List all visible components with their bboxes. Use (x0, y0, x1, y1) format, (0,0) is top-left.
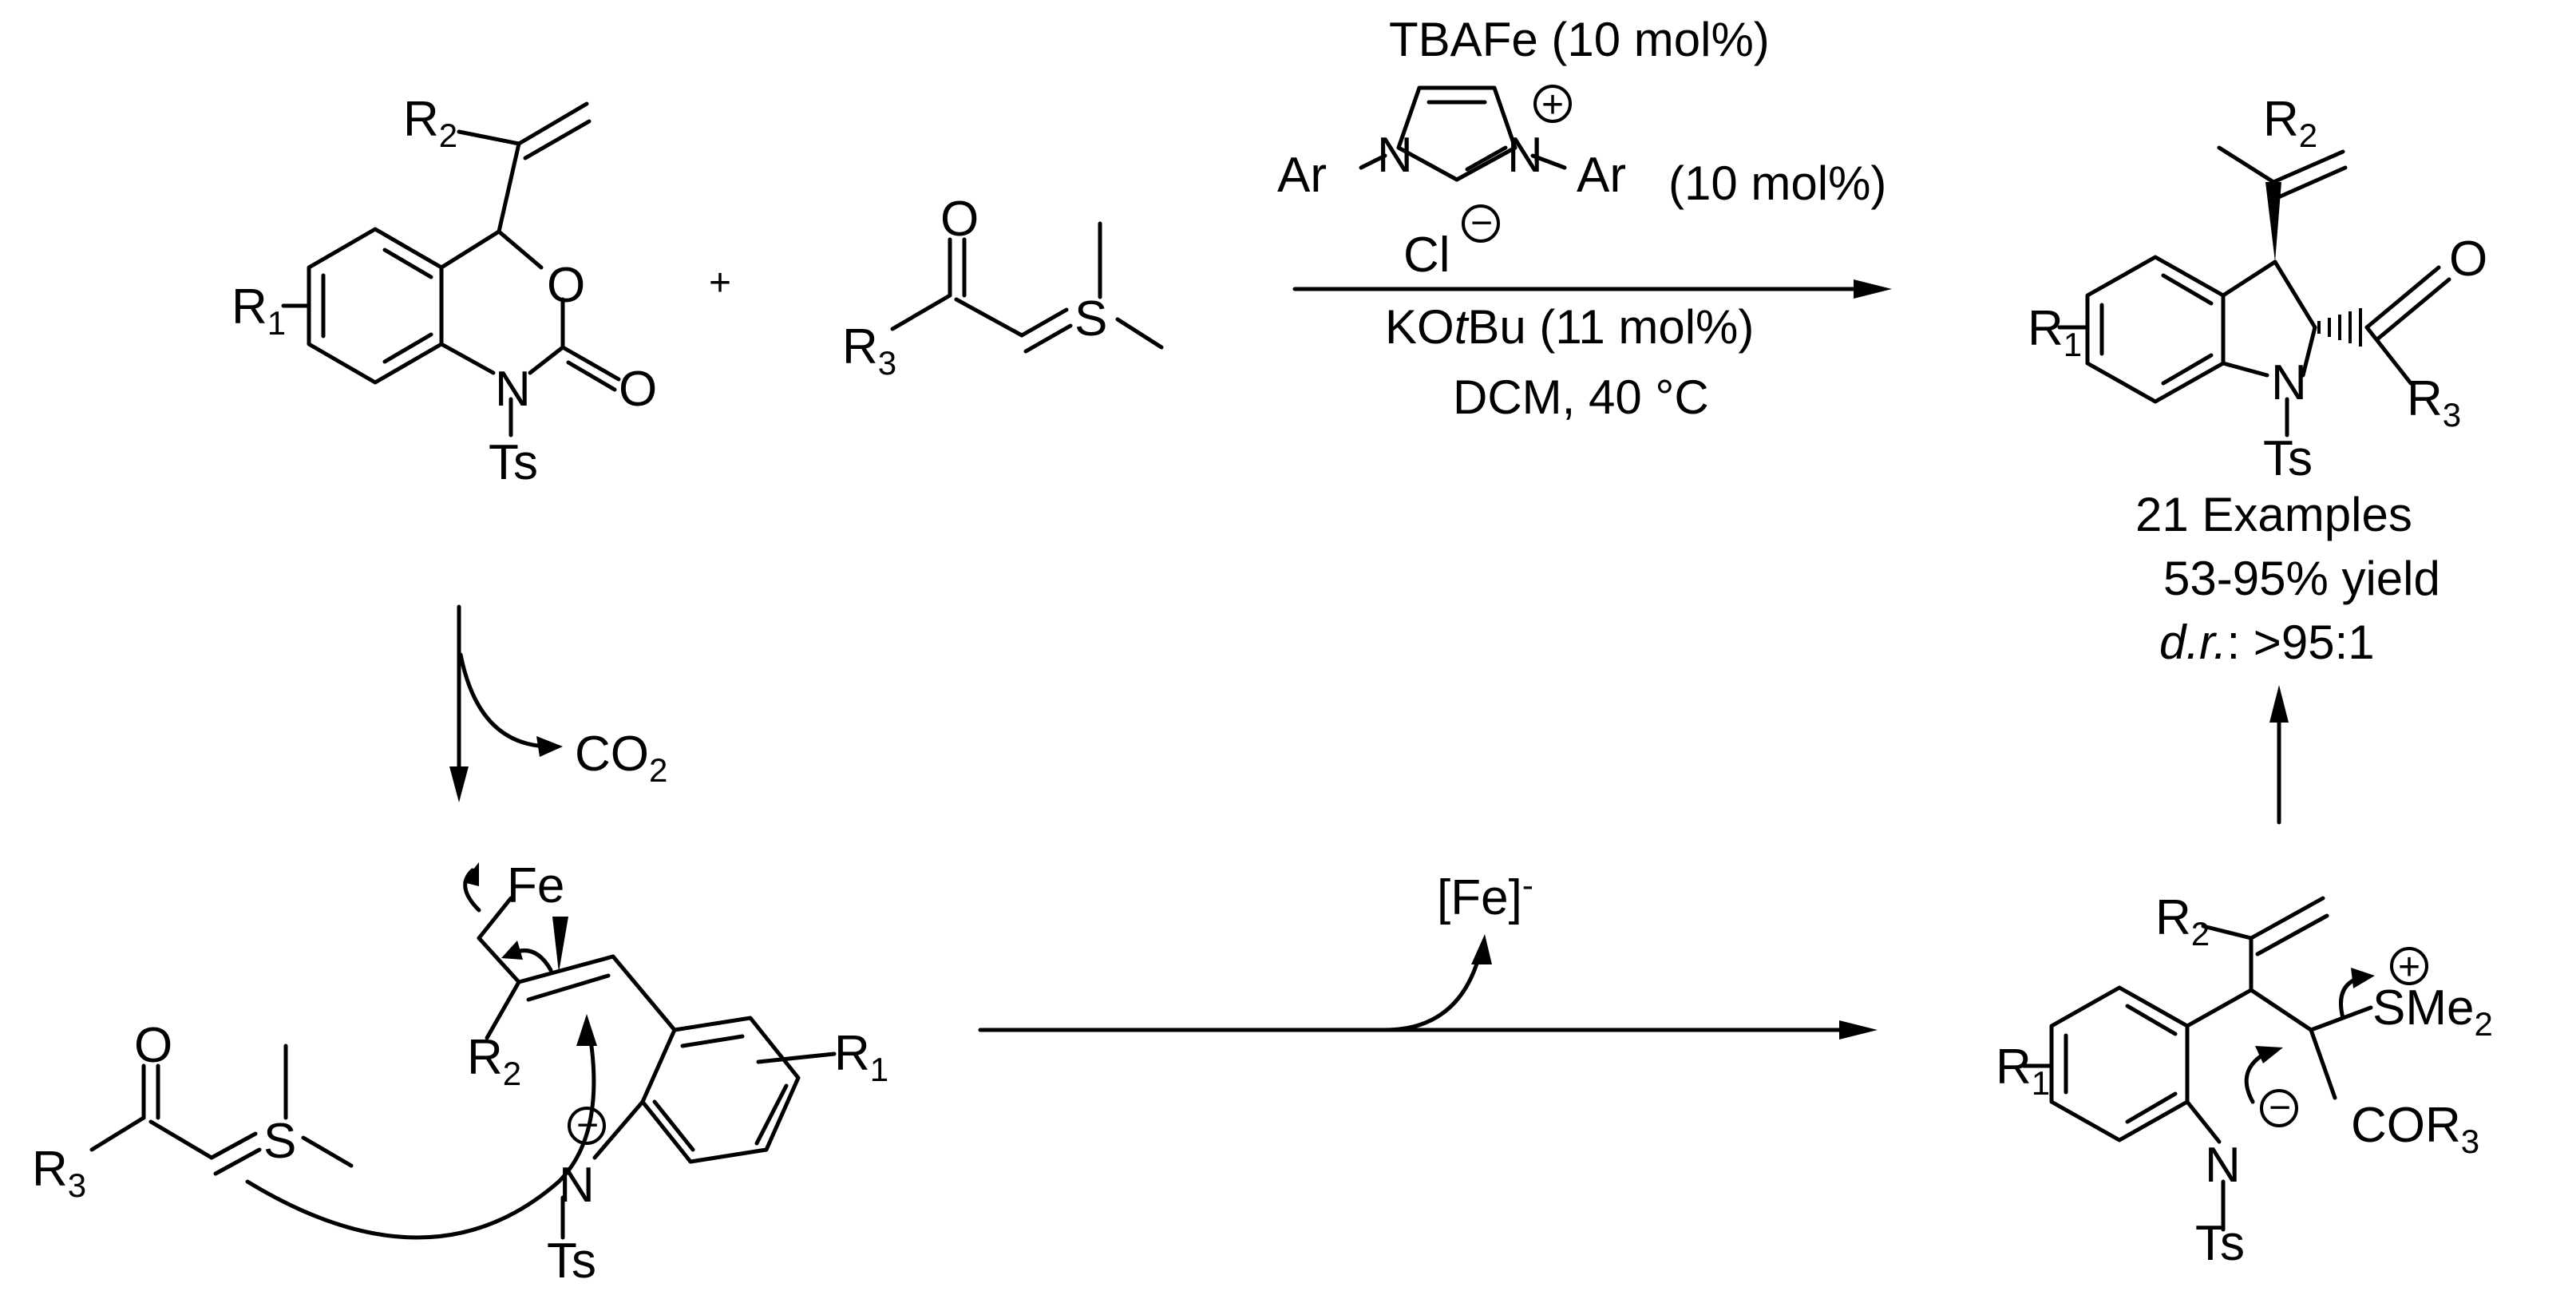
intermediate-nitrogen-label: N (559, 1158, 595, 1213)
sulfonium-label: SMe2 (2372, 980, 2493, 1043)
product-r1-label: R1 (2028, 301, 2082, 363)
base-text: KOtBu (11 mol%) (1385, 300, 1754, 354)
intermediate-tosyl-label: Ts (547, 1234, 596, 1289)
nhc-n2-label: N (1507, 128, 1543, 183)
product-r3-label: R3 (2407, 371, 2461, 434)
product-nitrogen-label: N (2271, 355, 2307, 410)
ring-oxygen-label: O (547, 258, 585, 313)
iron-release-curve (1383, 948, 1483, 1032)
yield-range-text: 53-95% yield (2163, 552, 2440, 605)
nhc-loading-text: (10 mol%) (1668, 156, 1886, 210)
ylide-oxygen-label: O (940, 192, 979, 247)
bottom-arrow-head (1839, 1020, 1878, 1040)
fe-label: Fe (507, 858, 564, 913)
co2-release-curve (458, 652, 553, 749)
chloride-charge-icon (1462, 204, 1500, 243)
intermediate-r2-label: R2 (467, 1030, 521, 1092)
nhc-ar-left: Ar (1277, 148, 1327, 203)
nhc-n1-label: N (1377, 128, 1413, 183)
chloride-charge-symbol: − (1470, 202, 1493, 244)
bottom-ylide-r3-label: R3 (32, 1142, 86, 1204)
amide-anion-charge-icon (2260, 1089, 2298, 1127)
catalyst-text: TBAFe (10 mol%) (1389, 13, 1770, 66)
bottom-ylide-sulfur-label: S (263, 1114, 296, 1169)
main-arrow-head (1854, 279, 1892, 299)
zwitterion-r1-label: R1 (1996, 1040, 2050, 1102)
intermediate-r1-label: R1 (834, 1026, 888, 1088)
r3-label: R3 (842, 319, 896, 382)
nitrogen-label: N (495, 362, 531, 417)
iron-anion-label: [Fe]- (1437, 866, 1533, 925)
cation-charge-icon (1533, 85, 1572, 123)
tosyl-label: Ts (489, 435, 538, 490)
r2-label: R2 (403, 92, 457, 154)
carbonyl-oxygen-label: O (619, 362, 657, 417)
iron-release-head (1471, 934, 1492, 964)
acyl-label: COR3 (2351, 1098, 2479, 1160)
co2-release-head (536, 736, 563, 757)
sulfonium-charge-symbol: + (2398, 946, 2420, 988)
ylide-sulfur-label: S (1074, 291, 1107, 347)
co2-label: CO2 (575, 727, 667, 789)
zwitterion-nitrogen-label: N (2205, 1138, 2241, 1193)
diastereomeric-ratio-text: d.r.: >95:1 (2159, 616, 2375, 669)
sulfur-ylide-nucleophile: O S R3 (32, 1014, 597, 1240)
benzoxazinone-substrate: R1 R2 O O N Ts (231, 92, 657, 490)
nhc-imidazolium-structure: N N Ar Ar + Cl − (1277, 84, 1626, 283)
iron-intermediate: Fe R2 R1 N Ts − (463, 858, 888, 1289)
cation-charge-symbol: + (1541, 84, 1564, 126)
product-r2-label: R2 (2263, 92, 2317, 154)
product-oxygen-label: O (2449, 232, 2487, 287)
chloride-label: Cl (1403, 228, 1450, 283)
sulfonium-charge-icon (2390, 947, 2428, 985)
zwitterion-tosyl-label: Ts (2195, 1216, 2245, 1271)
examples-count-text: 21 Examples (2135, 488, 2412, 541)
indoline-product: R1 R2 O R3 N Ts (2028, 92, 2487, 486)
solvent-temperature-text: DCM, 40 °C (1453, 370, 1709, 424)
amide-charge-icon (568, 1107, 606, 1145)
nhc-ar-right: Ar (1577, 148, 1626, 203)
bottom-ylide-oxygen-label: O (134, 1018, 172, 1073)
product-tosyl-label: Ts (2263, 431, 2313, 486)
cyclization-arrow-head (2269, 685, 2289, 723)
amide-anion-charge-symbol: − (2269, 1087, 2291, 1129)
plus-sign: + (709, 262, 731, 304)
zwitterion-intermediate: R2 R1 SMe2 + COR3 N Ts − (1996, 890, 2493, 1271)
r1-label: R1 (231, 279, 286, 342)
zwitterion-r2-label: R2 (2155, 890, 2210, 952)
decarboxylation-arrow-head (449, 766, 469, 802)
sulfur-ylide-reagent: O S R3 (842, 192, 1164, 382)
